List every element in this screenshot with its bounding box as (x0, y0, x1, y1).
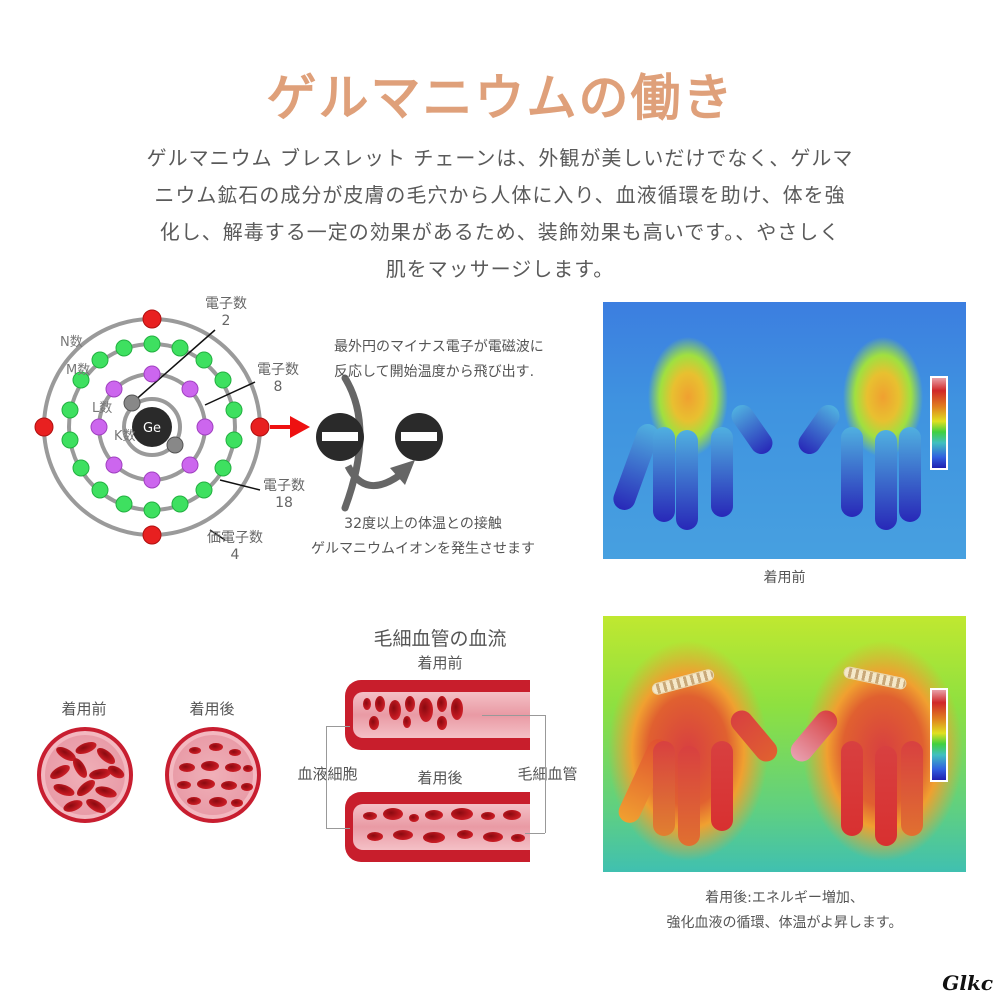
connector-line (482, 715, 545, 716)
connector-line (545, 715, 546, 833)
connector-line (326, 726, 327, 828)
callout-valence-electrons: 価電子数 4 (207, 530, 263, 563)
shell-label-n: N数 (60, 335, 83, 350)
intro-line: ゲルマニウム ブレスレット チェーンは、外観が美しいだけでなく、ゲルマ (146, 146, 854, 170)
temperature-scale-bar (930, 376, 948, 470)
shell-label-m: M数 (66, 363, 91, 378)
thermal-image-after (603, 616, 966, 872)
connector-line (326, 828, 350, 829)
intro-text: ゲルマニウム ブレスレット チェーンは、外観が美しいだけでなく、ゲルマ ニウム鉱… (140, 140, 860, 288)
capillary-before-label: 着用前 (417, 654, 463, 672)
callout-m-electrons: 電子数 18 (263, 478, 305, 511)
brand-watermark: Glkc (942, 971, 993, 995)
germanium-atom-diagram: Ge 電子数 2 電子数 8 電子数 18 価電子数 4 N数 M数 L数 K数 (30, 290, 590, 580)
capillary-title: 毛細血管の血流 (373, 628, 507, 650)
intro-line: 化し、解毒する一定の効果があるため、装飾効果も高いです。、やさしく (159, 220, 841, 244)
blood-cell-label: 血液細胞 (297, 765, 358, 783)
capillary-label: 毛細血管 (517, 765, 578, 783)
blood-cross-section-before (37, 727, 133, 823)
blood-after-label: 着用後 (189, 700, 235, 718)
shell-label-l: L数 (92, 401, 113, 416)
intro-line: 肌をマッサージします。 (385, 257, 615, 281)
atom-svg: Ge (34, 309, 443, 545)
connector-line (326, 726, 350, 727)
blood-cross-section-after (165, 727, 261, 823)
connector-line (525, 833, 545, 834)
blood-before-label: 着用前 (61, 700, 107, 718)
thermal-image-before (603, 302, 966, 559)
capillary-after-label: 着用後 (417, 769, 463, 787)
capillary-tube-after (345, 792, 530, 862)
bracelet-right (842, 665, 908, 691)
intro-line: ニウム鉱石の成分が皮膚の毛穴から人体に入り、血液循環を助け、体を強 (154, 183, 846, 207)
note-body-temperature: 32度以上の体温との接触 ゲルマニウムイオンを発生させます (311, 516, 535, 557)
thermal-after-caption: 着用後:エネルギー増加、 強化血液の循環、体温がよ昇します。 (666, 890, 903, 931)
page-title: ゲルマニウムの働き (266, 69, 735, 127)
note-emission: 最外円のマイナス電子が電磁波に 反応して開始温度から飛び出す. (334, 339, 544, 380)
callout-l-electrons: 電子数 8 (257, 362, 299, 395)
thermal-before-caption: 着用前 (763, 570, 806, 586)
shell-label-k: K数 (114, 429, 136, 444)
callout-k-electrons: 電子数 2 (205, 296, 247, 329)
nucleus-label: Ge (143, 421, 161, 436)
temperature-scale-bar (930, 688, 948, 782)
bracelet-left (650, 667, 716, 697)
